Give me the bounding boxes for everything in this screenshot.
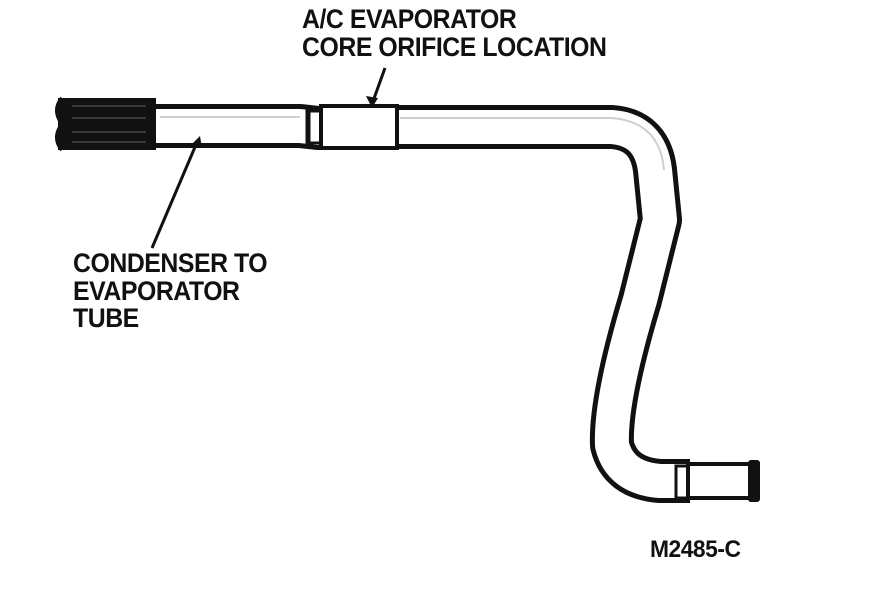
orifice-callout-line-1: A/C EVAPORATOR	[302, 4, 517, 34]
orifice-section	[305, 104, 399, 150]
evaporator-tube	[150, 104, 690, 503]
tube-callout-line-2: EVAPORATOR	[73, 275, 240, 306]
tube-callout-line-1: CONDENSER TO	[73, 248, 268, 278]
leader-lines	[150, 67, 387, 249]
tube-end-fitting	[674, 460, 760, 502]
tube-callout: CONDENSER TO EVAPORATOR TUBE	[73, 248, 268, 334]
tube-callout-line-3: TUBE	[73, 303, 139, 334]
orifice-location-callout: A/C EVAPORATOR CORE ORIFICE LOCATION	[302, 4, 607, 62]
figure-id: M2485-C	[650, 536, 741, 563]
hose-end	[55, 96, 156, 152]
orifice-callout-line-2: CORE ORIFICE LOCATION	[302, 31, 607, 62]
